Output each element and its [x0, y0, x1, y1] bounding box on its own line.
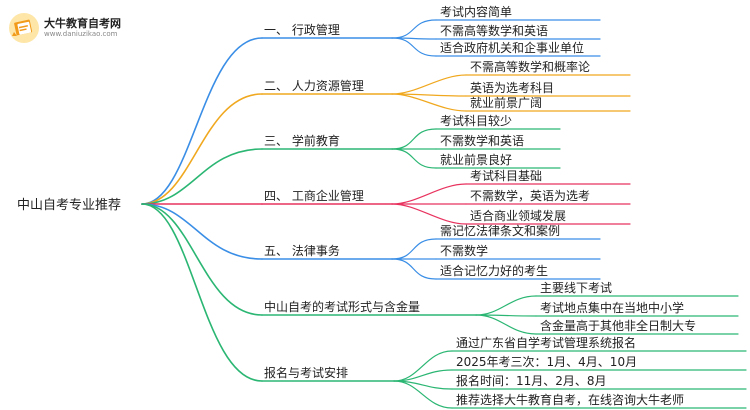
leaf-label: 英语为选考科目 [470, 81, 555, 95]
leaf-connector [475, 314, 537, 335]
leaf-label: 主要线下考试 [540, 281, 613, 295]
leaf-connector [391, 183, 467, 205]
leaf-connector [391, 37, 437, 57]
leaf-label: 通过广东省自学考试管理系统报名 [456, 336, 637, 350]
branch-label: 五、 法律事务 [264, 244, 340, 258]
leaf-label: 不需数学和英语 [440, 134, 525, 148]
leaf-label: 就业前景良好 [440, 153, 513, 167]
branch-label: 一、 行政管理 [264, 23, 340, 37]
logo-name: 大牛教育自考网 [44, 17, 121, 30]
leaf-label: 不需高等数学和英语 [440, 24, 549, 38]
leaf-connector [393, 380, 453, 409]
leaf-label: 适合记忆力好的考生 [440, 264, 549, 278]
leaf-label: 考试内容简单 [440, 5, 513, 19]
book-logo-icon [9, 13, 39, 43]
leaf-connector [475, 295, 537, 316]
leaf-label: 2025年考三次：1月、4月、10月 [456, 355, 638, 369]
root-node: 中山自考专业推荐 [17, 198, 122, 213]
branch-label: 报名与考试安排 [264, 366, 349, 380]
leaf-connector [393, 350, 453, 382]
branch-connector [141, 148, 263, 205]
leaf-label: 适合商业领域发展 [470, 209, 567, 223]
branch-label: 二、 人力资源管理 [264, 79, 364, 93]
leaf-label: 需记忆法律条文和案例 [440, 224, 561, 238]
leaf-connector [391, 93, 467, 112]
leaf-label: 不需数学，英语为选考 [470, 189, 591, 203]
leaf-connector [391, 74, 467, 95]
leaf-connector [391, 148, 437, 169]
branch-label: 三、 学前教育 [264, 134, 340, 148]
branch-label: 中山自考的考试形式与含金量 [264, 300, 421, 314]
logo-url: www.daniuzikao.com [44, 30, 118, 38]
branch-connector [141, 37, 263, 205]
branch-connector [141, 93, 263, 205]
leaf-label: 考试地点集中在当地中小学 [540, 301, 685, 315]
leaf-label: 不需数学 [440, 244, 489, 258]
leaf-connector [391, 258, 437, 280]
leaf-label: 报名时间：11月、2月、8月 [456, 374, 607, 388]
branch-label: 四、 工商企业管理 [264, 189, 364, 203]
leaf-label: 适合政府机关和企事业单位 [440, 41, 585, 55]
leaf-connector [391, 238, 437, 260]
leaf-connector [391, 128, 437, 150]
branch-connector [141, 203, 263, 260]
leaf-label: 就业前景广阔 [470, 96, 543, 110]
leaf-connector [391, 203, 467, 225]
branch-connector [141, 203, 263, 382]
leaf-label: 考试科目较少 [440, 114, 513, 128]
leaf-connector [391, 19, 437, 39]
site-logo[interactable]: 大牛教育自考网 www.daniuzikao.com [8, 12, 121, 44]
leaf-label: 含金量高于其他非全日制大专 [540, 319, 697, 333]
leaf-label: 不需高等数学和概率论 [470, 60, 591, 74]
branch-connector [141, 203, 263, 316]
leaf-label: 考试科目基础 [470, 169, 543, 183]
leaf-label: 推荐选择大牛教育自考，在线咨询大牛老师 [456, 393, 685, 407]
